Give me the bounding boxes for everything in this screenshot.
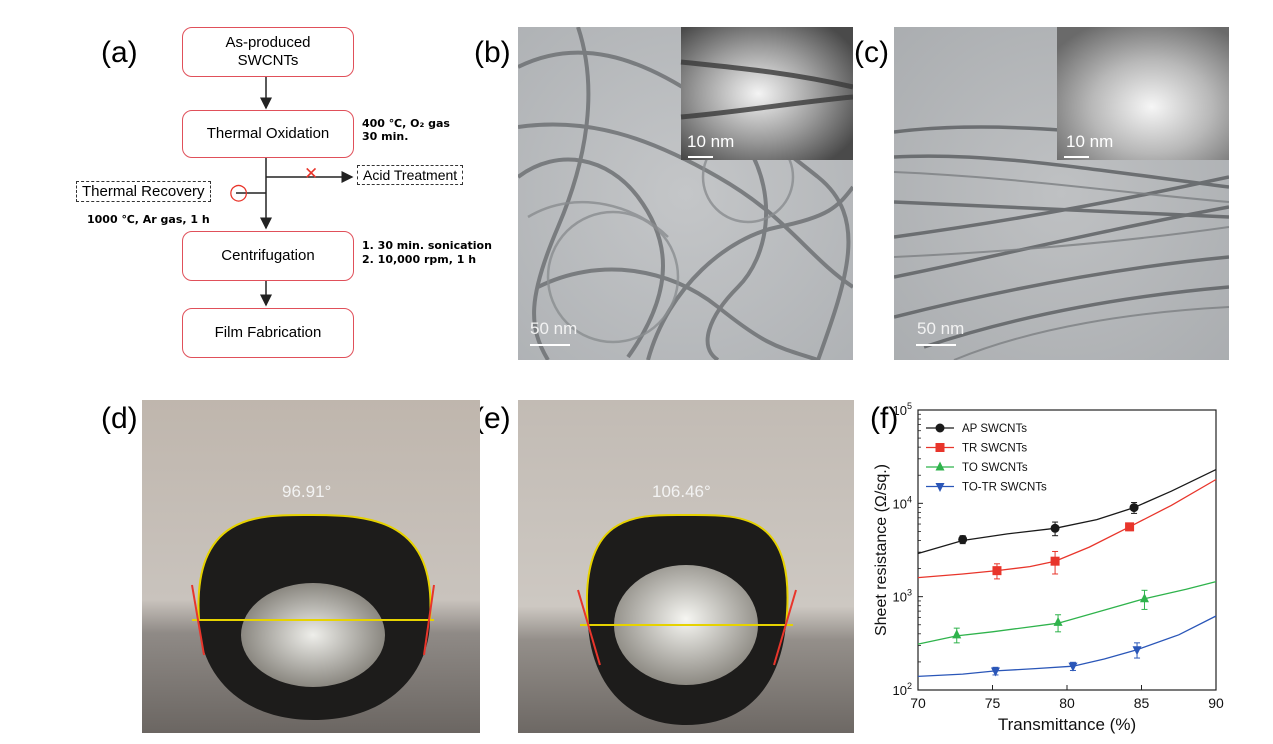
legend-marker-2 [935,461,945,471]
contact-angle-image-e: 106.46° [518,400,854,733]
contact-angle-e-value: 106.46° [652,482,711,501]
x-tick-label-4: 90 [1208,695,1224,711]
y-tick-exponent-0: 2 [907,681,912,691]
x-axis-label: Transmittance (%) [998,715,1136,734]
data-point-3-1 [1068,662,1078,672]
y-tick-label-3: 105 [893,401,912,418]
centrifugation-note-1: 1. 30 min. sonication [362,239,492,252]
data-point-0-0 [958,534,968,544]
plot-frame [917,409,1217,691]
data-point-3-2 [1132,646,1142,656]
legend-label-3: TO-TR SWCNTs [962,482,1047,494]
centrifugation-note-2: 2. 10,000 rpm, 1 h [362,253,477,266]
legend-label-2: TO SWCNTs [962,462,1028,474]
data-point-1-1 [1050,556,1060,566]
data-point-3-0 [990,667,1000,677]
panel-label-e: (e) [474,402,511,435]
legend-label-1: TR SWCNTs [962,443,1027,455]
flowchart-arrows [236,77,354,307]
tem-image-c-picture [894,27,1229,360]
tem-b-inset-scale-label: 10 nm [687,132,735,151]
y-tick-exponent-3: 5 [907,401,912,411]
tem-b-main-scale-label: 50 nm [530,319,578,338]
data-point-0-2 [1129,503,1139,513]
flow-step-film-fabrication: Film Fabrication [182,308,354,358]
x-tick-label-1: 75 [985,695,1001,711]
y-axis-label: Sheet resistance (Ω/sq.) [873,464,890,636]
panel-label-d: (d) [101,402,138,435]
tem-c-inset-scale-label: 10 nm [1066,132,1114,151]
thermal-oxidation-note-2: 30 min. [362,130,409,143]
flow-step-as-produced-line1: As-produced [225,34,311,51]
panel-label-f: (f) [870,402,899,435]
series-line-0 [917,469,1217,555]
series-line-2 [917,580,1217,645]
flow-step-as-produced-line2: SWCNTs [237,52,299,69]
data-point-2-1 [1053,616,1063,626]
data-point-2-2 [1139,593,1149,603]
data-point-2-0 [952,629,962,639]
y-tick-label-1: 103 [893,588,912,605]
legend-label-0: AP SWCNTs [962,423,1027,435]
data-point-1-0 [992,566,1002,576]
contact-angle-image-d: 96.91° [142,400,480,733]
legend-marker-0 [935,423,945,433]
legend-marker-3 [935,483,945,492]
x-tick-label-2: 80 [1059,695,1075,711]
acid-treatment-box: Acid Treatment [357,165,464,185]
panel-label-c: (c) [854,36,889,69]
contact-angle-d-picture [142,400,480,733]
data-point-1-2 [1125,522,1135,532]
y-tick-exponent-2: 4 [907,494,912,504]
data-point-0-1 [1050,523,1060,533]
tem-image-b: 10 nm 50 nm [518,27,853,360]
panel-label-a: (a) [101,36,138,69]
x-tick-label-3: 85 [1134,695,1150,711]
y-tick-label-2: 104 [893,494,912,511]
flow-step-thermal-oxidation: Thermal Oxidation [182,110,354,158]
y-tick-exponent-1: 3 [907,588,912,598]
y-tick-label-0: 102 [893,681,912,698]
contact-angle-e-picture [518,400,854,733]
flow-step-as-produced: As-produced SWCNTs [182,27,354,77]
thermal-oxidation-note-1: 400 ℃, O₂ gas [362,117,450,130]
contact-angle-d-value: 96.91° [282,482,332,501]
flow-step-centrifugation: Centrifugation [182,231,354,281]
thermal-recovery-box: Thermal Recovery [76,181,211,202]
thermal-recovery-note: 1000 ℃, Ar gas, 1 h [87,213,210,226]
tem-image-b-picture [518,27,853,360]
tem-image-c: 10 nm 50 nm [894,27,1229,360]
panel-label-b: (b) [474,36,511,69]
reject-cross-mark: ✕ [304,164,319,184]
legend-marker-1 [935,443,945,452]
accept-circle-mark: ○ [229,180,249,205]
x-tick-label-0: 70 [910,695,926,711]
tem-c-main-scale-label: 50 nm [917,319,965,338]
